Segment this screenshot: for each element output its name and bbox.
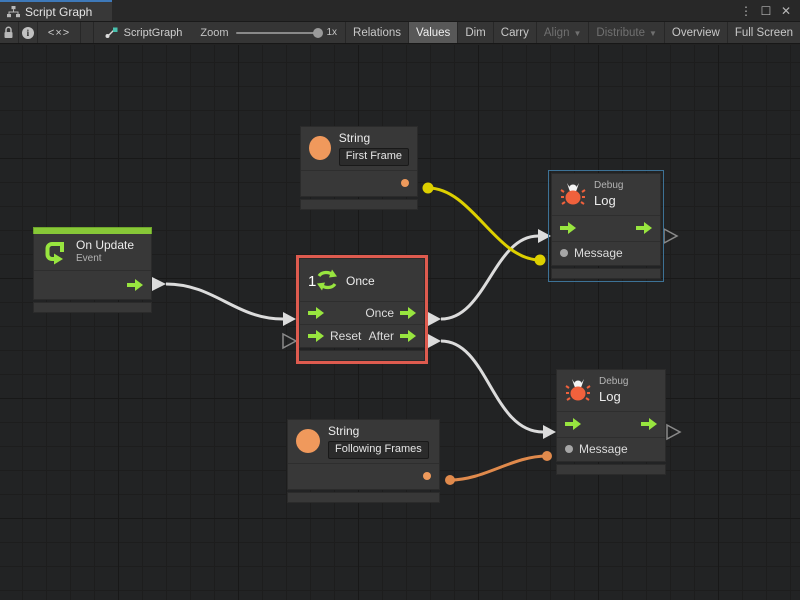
align-button[interactable]: Align▼: [535, 22, 589, 43]
lock-icon: [4, 26, 13, 38]
node-footer: [300, 198, 418, 210]
string-type-icon: [309, 136, 331, 161]
on-update-icon: [45, 241, 64, 265]
window-tab-bar: Script Graph ⋮ ☐ ✕: [0, 0, 800, 22]
align-label: Align: [543, 26, 570, 39]
node-title: Log: [594, 192, 616, 208]
node-footer: [299, 350, 425, 361]
node-footer: [556, 463, 666, 475]
port-label-message: Message: [579, 442, 628, 457]
svg-text:1: 1: [308, 273, 316, 290]
after-output-port[interactable]: [400, 330, 416, 342]
flow-output-port[interactable]: [127, 278, 143, 291]
chevron-down-icon: ▼: [573, 29, 582, 38]
lock-button[interactable]: [0, 22, 19, 43]
dim-button[interactable]: Dim: [457, 22, 492, 43]
node-string-first[interactable]: String First Frame: [300, 126, 418, 210]
once-icon: 1: [308, 269, 337, 291]
flow-input-port[interactable]: [560, 222, 576, 235]
zoom-slider-handle[interactable]: [313, 27, 324, 38]
port-label-reset: Reset: [330, 329, 362, 343]
node-title: Log: [599, 388, 621, 404]
node-footer: [33, 301, 152, 313]
enter-input-port[interactable]: [308, 307, 324, 319]
relations-label: Relations: [353, 26, 401, 39]
distribute-button[interactable]: Distribute▼: [588, 22, 664, 43]
zoom-control: Zoom 1x: [192, 22, 345, 43]
node-debug-log-bottom[interactable]: Debug Log Message: [556, 369, 666, 475]
bug-icon: [560, 182, 586, 205]
node-title: Once: [346, 274, 375, 288]
node-on-update[interactable]: On Update Event: [33, 227, 152, 313]
message-input-port[interactable]: [560, 249, 568, 258]
flow-input-port[interactable]: [565, 418, 581, 431]
dim-label: Dim: [465, 26, 486, 39]
distribute-label: Distribute: [596, 26, 645, 39]
zoom-label: Zoom: [200, 26, 229, 39]
port-label-after: After: [368, 329, 394, 343]
values-button[interactable]: Values: [408, 22, 458, 43]
message-input-port[interactable]: [565, 445, 573, 454]
port-label-message: Message: [574, 246, 623, 261]
once-output-port[interactable]: [400, 307, 416, 319]
flow-output-port[interactable]: [641, 418, 657, 431]
reset-input-port[interactable]: [308, 330, 324, 342]
tab-script-graph[interactable]: Script Graph: [0, 0, 112, 21]
port-label-once: Once: [365, 306, 394, 320]
node-debug-log-top[interactable]: Debug Log Message: [548, 170, 664, 282]
zoom-value: 1x: [326, 27, 338, 38]
graph-toolbar: i <×> ScriptGraph Zoom 1x Relations Valu…: [0, 22, 800, 44]
flow-output-port[interactable]: [636, 222, 652, 235]
code-icon: <×>: [47, 26, 71, 39]
close-icon[interactable]: ✕: [780, 3, 792, 18]
info-button[interactable]: i: [19, 22, 38, 43]
node-subtitle: Debug: [599, 376, 629, 387]
graph-tab-icon: [7, 5, 20, 17]
zoom-slider[interactable]: [236, 27, 324, 38]
event-color-bar: [33, 227, 152, 234]
code-view-button[interactable]: <×>: [38, 22, 82, 43]
node-subtitle: Event: [76, 253, 102, 264]
node-footer: [551, 267, 661, 279]
scriptgraph-icon: [105, 27, 118, 38]
string-output-port[interactable]: [423, 472, 431, 481]
node-subtitle: Debug: [594, 180, 624, 191]
node-once[interactable]: 1 Once Once Reset After: [296, 255, 428, 364]
node-title: String: [338, 131, 371, 145]
string-value-field[interactable]: Following Frames: [328, 441, 429, 459]
scriptgraph-selector[interactable]: ScriptGraph: [92, 22, 193, 43]
overview-button[interactable]: Overview: [663, 22, 727, 43]
carry-label: Carry: [500, 26, 529, 39]
window-controls: ⋮ ☐ ✕: [738, 0, 800, 21]
toolbar-spacer: [81, 22, 92, 43]
scriptgraph-name: ScriptGraph: [123, 26, 183, 39]
fullscreen-button[interactable]: Full Screen: [726, 22, 800, 43]
string-value-field[interactable]: First Frame: [338, 148, 409, 166]
overview-label: Overview: [671, 26, 720, 39]
info-icon: i: [21, 26, 34, 39]
maximize-icon[interactable]: ☐: [760, 3, 772, 18]
string-output-port[interactable]: [401, 179, 409, 188]
tab-title: Script Graph: [25, 4, 93, 19]
bug-icon: [565, 378, 591, 401]
string-type-icon: [296, 429, 320, 454]
relations-button[interactable]: Relations: [345, 22, 408, 43]
window-menu-icon[interactable]: ⋮: [740, 3, 752, 18]
node-footer: [287, 491, 440, 503]
chevron-down-icon: ▼: [648, 29, 657, 38]
fullscreen-label: Full Screen: [734, 26, 793, 39]
carry-button[interactable]: Carry: [492, 22, 536, 43]
node-title: On Update: [76, 238, 135, 252]
values-label: Values: [416, 26, 451, 39]
node-string-following[interactable]: String Following Frames: [287, 419, 440, 503]
node-title: String: [328, 424, 360, 438]
